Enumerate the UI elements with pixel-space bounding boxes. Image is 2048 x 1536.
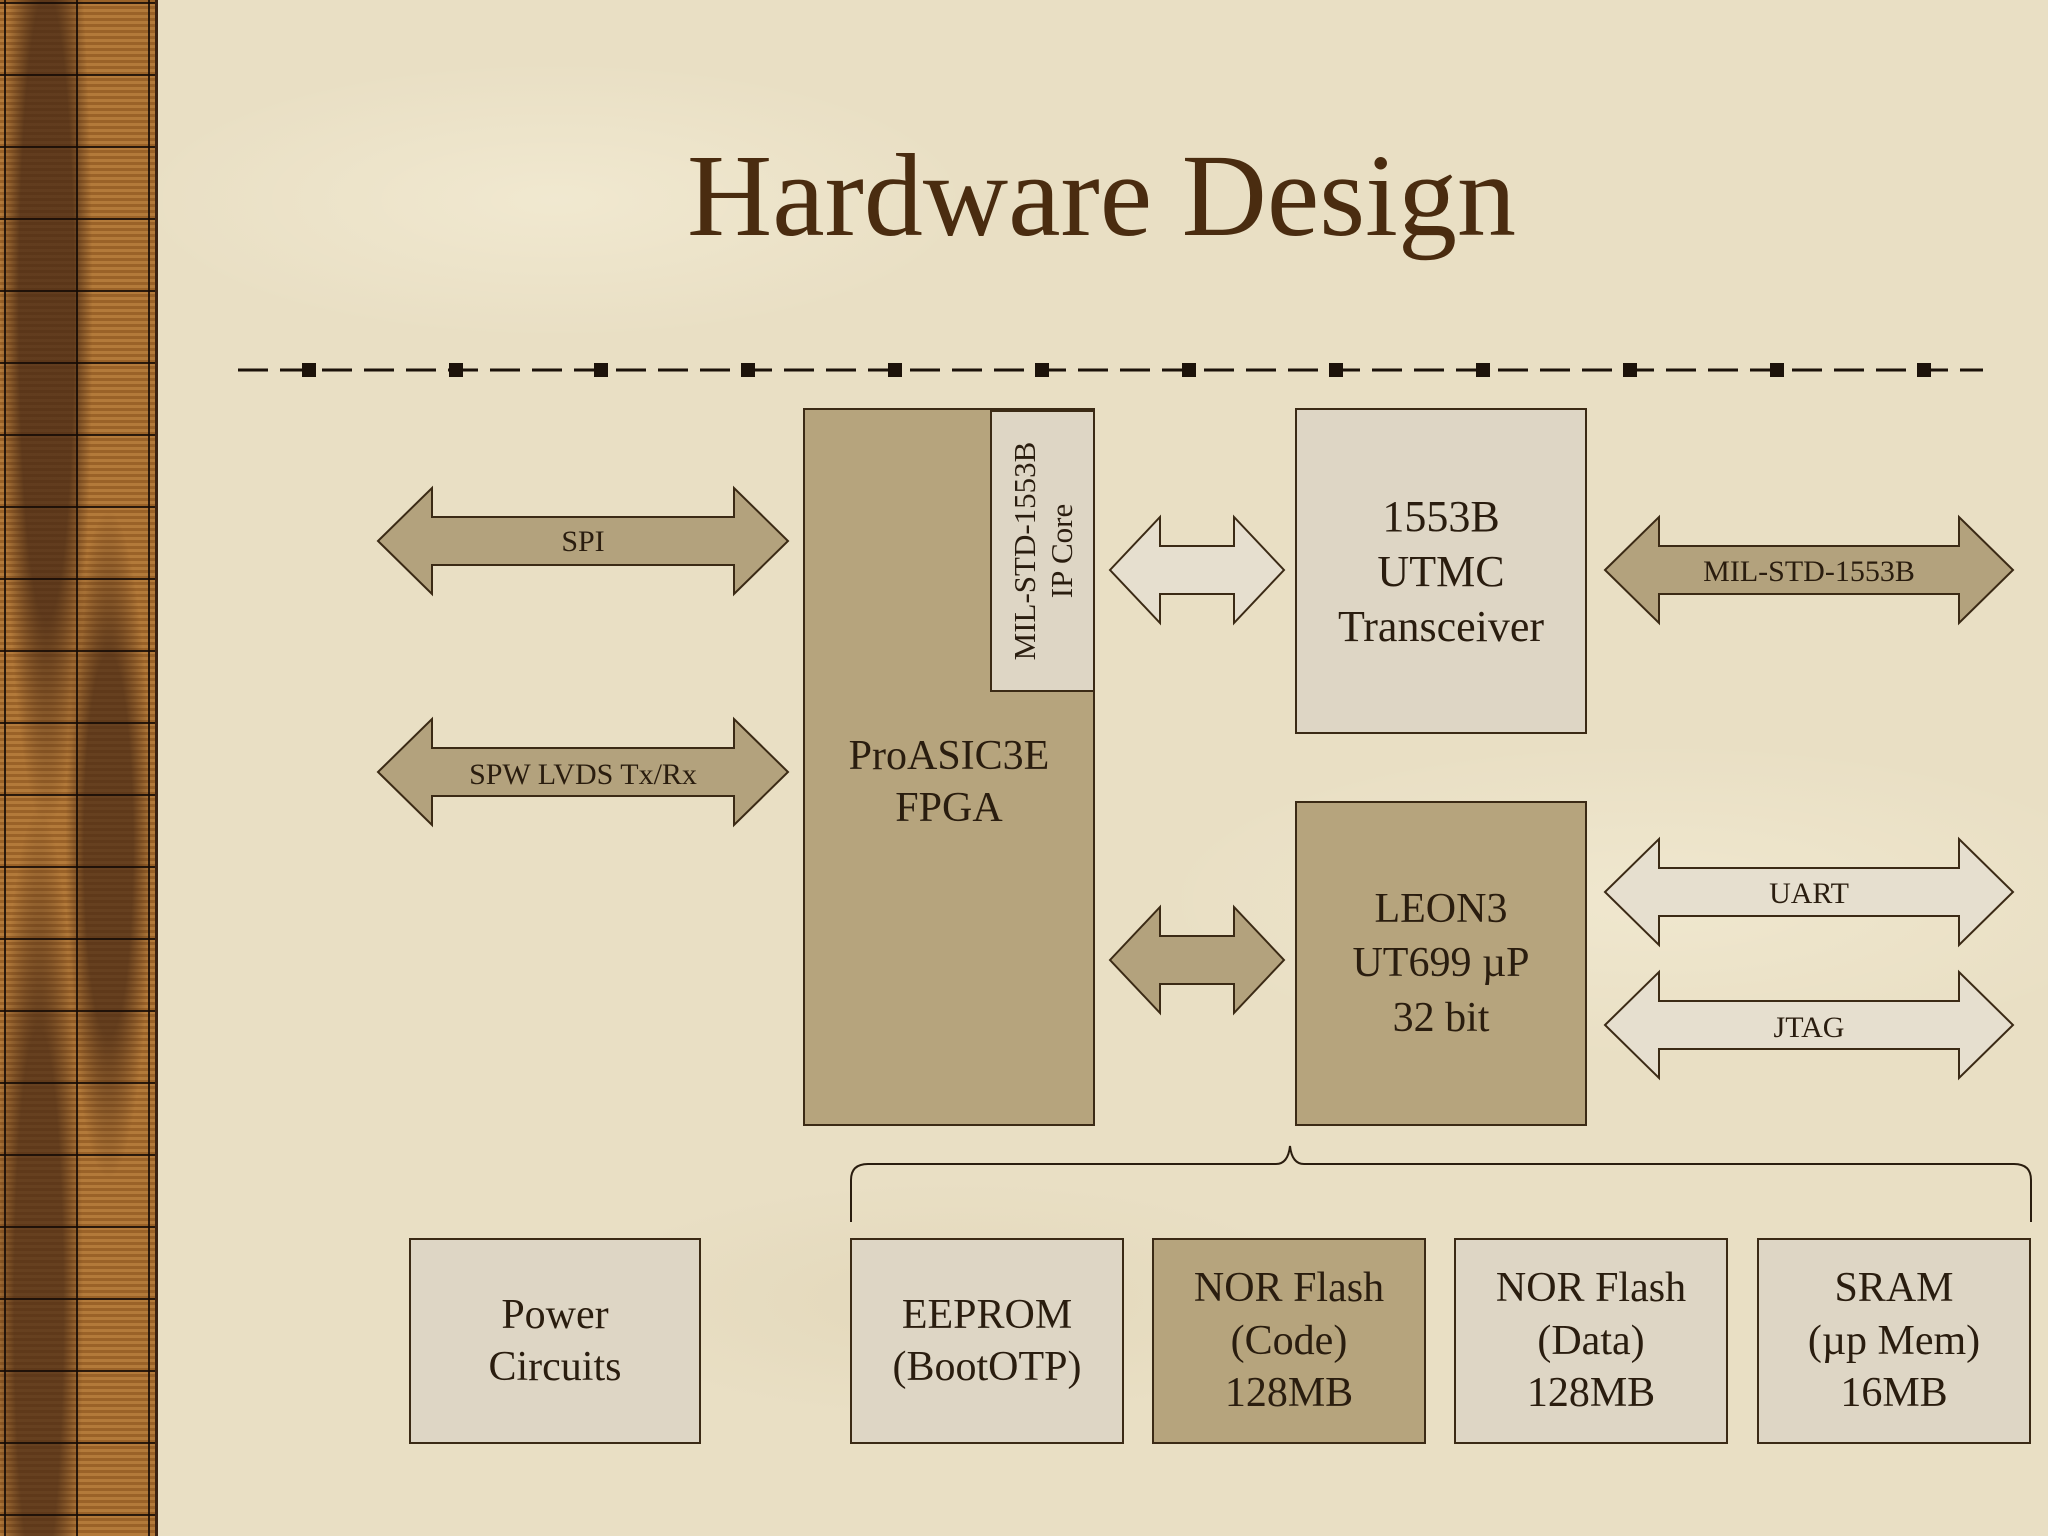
sram-label: SRAM (µp Mem) 16MB [1807, 1265, 1981, 1417]
fpga-transceiver-arrow [1108, 514, 1286, 626]
ip-core-block: MIL-STD-1553B IP Core [990, 410, 1095, 692]
dashed-divider [238, 363, 1983, 377]
milstd-label: MIL-STD-1553B [1703, 555, 1915, 588]
slide-title: Hardware Design [687, 130, 1516, 261]
transceiver-label: 1553B UTMC Transceiver [1337, 491, 1545, 651]
sram-block: SRAM (µp Mem) 16MB [1757, 1238, 2031, 1444]
milstd-arrow [1603, 514, 2015, 626]
spw-label: SPW LVDS Tx/Rx [469, 758, 697, 791]
jtag-label: JTAG [1773, 1011, 1845, 1044]
ip-core-label: MIL-STD-1553B IP Core [1006, 441, 1079, 661]
eeprom-label: EEPROM (BootOTP) [892, 1291, 1082, 1391]
processor-block: LEON3 UT699 µP 32 bit [1295, 801, 1587, 1126]
fpga-label: ProASIC3E FPGA [848, 732, 1050, 832]
nor-flash-code-block: NOR Flash (Code) 128MB [1152, 1238, 1426, 1444]
power-circuits-label: Power Circuits [488, 1291, 622, 1391]
power-circuits-block: Power Circuits [409, 1238, 701, 1444]
fpga-processor-arrow [1108, 904, 1286, 1016]
nor-flash-data-label: NOR Flash (Data) 128MB [1495, 1265, 1687, 1417]
uart-label: UART [1769, 877, 1849, 910]
spi-arrow [376, 485, 790, 597]
processor-label: LEON3 UT699 µP 32 bit [1352, 885, 1530, 1041]
memory-brace [850, 1145, 2032, 1222]
spw-arrow [376, 716, 790, 828]
nor-flash-data-block: NOR Flash (Data) 128MB [1454, 1238, 1728, 1444]
nor-flash-code-label: NOR Flash (Code) 128MB [1193, 1265, 1385, 1417]
sidebar-grid-pattern [0, 0, 155, 1536]
decorative-sidebar [0, 0, 158, 1536]
uart-arrow [1603, 836, 2015, 948]
spi-label: SPI [561, 525, 605, 558]
eeprom-block: EEPROM (BootOTP) [850, 1238, 1124, 1444]
jtag-arrow [1603, 969, 2015, 1081]
transceiver-block: 1553B UTMC Transceiver [1295, 408, 1587, 734]
